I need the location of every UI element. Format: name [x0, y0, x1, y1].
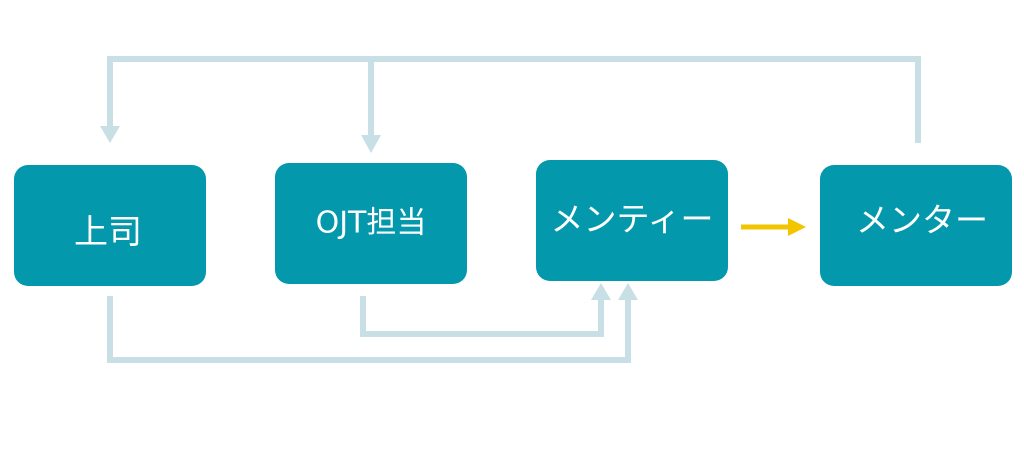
joushi-to-mentee-line — [107, 296, 631, 363]
arrowhead-to-joushi — [100, 126, 120, 143]
node-ojt[interactable]: OJT担当 — [275, 163, 467, 284]
node-ojt-box — [275, 163, 467, 284]
node-joushi[interactable]: 上司 — [14, 165, 206, 286]
arrowhead-from-joushi-to-mentee — [618, 283, 638, 300]
arrowheads — [100, 126, 638, 300]
node-joushi-box — [14, 165, 206, 286]
node-mentee[interactable]: メンティー — [536, 160, 728, 281]
node-mentor-label: メンター — [856, 201, 988, 240]
top-feedback-line — [107, 56, 921, 143]
arrowhead-to-ojt — [361, 135, 381, 153]
node-mentor[interactable]: メンター — [820, 165, 1012, 286]
node-mentee-box — [536, 160, 728, 281]
node-mentor-box — [820, 165, 1012, 286]
node-ojt-label: OJT担当 — [316, 206, 427, 241]
yellow-arrow-head — [788, 218, 806, 236]
node-joushi-label: 上司 — [74, 213, 142, 253]
arrowhead-from-ojt-to-mentee — [591, 283, 611, 300]
mentee-to-mentor-arrow — [741, 218, 806, 236]
ojt-to-mentee-line — [360, 296, 604, 337]
node-mentee-label: メンティー — [550, 200, 713, 239]
feedback-lines — [107, 56, 921, 363]
